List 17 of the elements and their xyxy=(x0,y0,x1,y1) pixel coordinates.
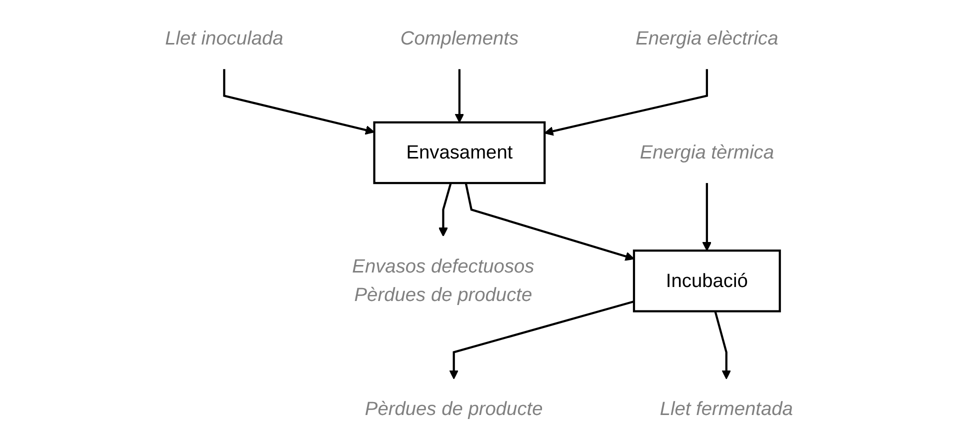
arrow xyxy=(464,182,634,261)
node-text: Complements xyxy=(400,28,519,49)
arrow xyxy=(223,69,375,135)
node-text: Pèrdues de producte xyxy=(364,398,543,420)
arrow xyxy=(449,300,634,380)
node-box: Incubació xyxy=(632,250,781,312)
node-text: Llet fermentada xyxy=(660,398,793,420)
node-text: Energia elèctrica xyxy=(636,28,778,49)
node-text: Llet inoculada xyxy=(165,28,284,49)
node-text: Envasos defectuosos Pèrdues de producte xyxy=(352,255,534,306)
arrow xyxy=(714,310,732,380)
node-box: Envasament xyxy=(373,121,546,184)
arrow xyxy=(544,69,708,136)
arrow xyxy=(454,69,464,123)
arrow xyxy=(438,182,452,237)
node-text: Energia tèrmica xyxy=(640,142,774,163)
arrow xyxy=(702,183,712,252)
